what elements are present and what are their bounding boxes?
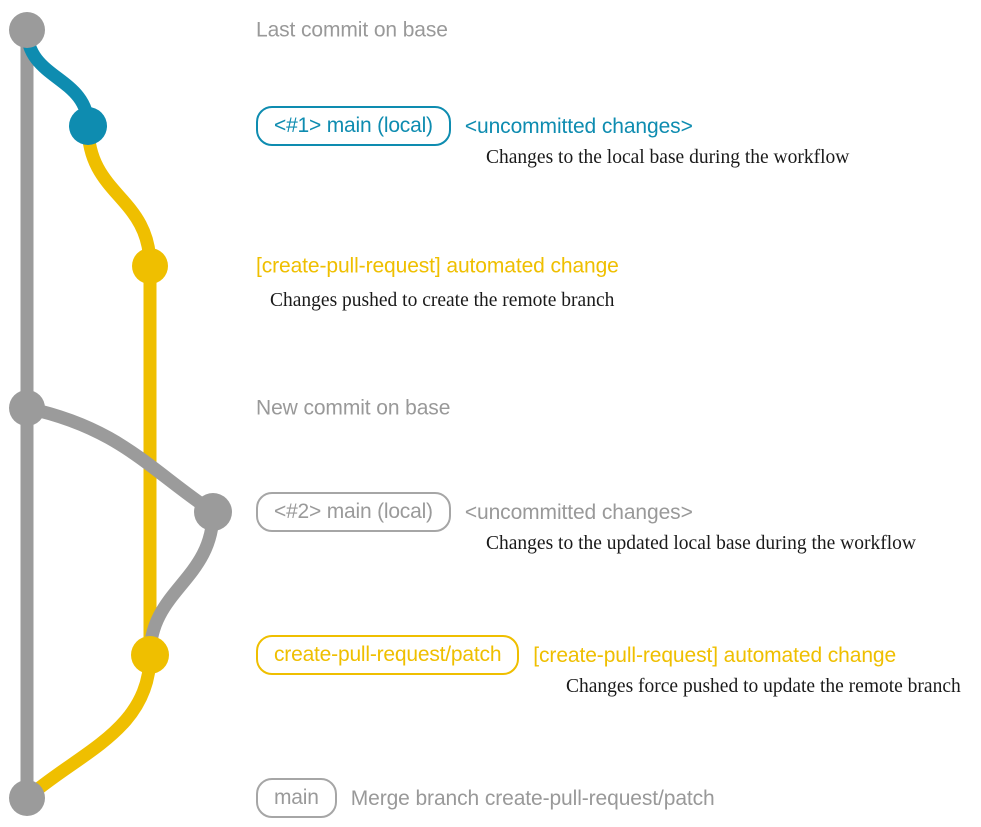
commit-row-automated-change-1: [create-pull-request] automated change bbox=[256, 256, 619, 277]
ref-badge-main[interactable]: main bbox=[256, 778, 337, 818]
node-base-new bbox=[9, 390, 45, 426]
commit-nodes bbox=[9, 12, 232, 816]
commit-description-automated-change-1: Changes pushed to create the remote bran… bbox=[270, 290, 615, 311]
commit-row-last-commit-on-base: Last commit on base bbox=[256, 20, 448, 41]
commit-message: <uncommitted changes> bbox=[464, 114, 693, 138]
commit-message: <uncommitted changes> bbox=[464, 500, 693, 524]
commit-description-local-uncommitted-1: Changes to the local base during the wor… bbox=[486, 147, 850, 168]
node-patch-2 bbox=[131, 636, 169, 674]
edge-local1-to-patch1 bbox=[81, 119, 157, 273]
node-patch-1 bbox=[132, 248, 168, 284]
commit-message: Last commit on base bbox=[256, 18, 448, 42]
node-base-head bbox=[9, 12, 45, 48]
commit-description-automated-change-2: Changes force pushed to update the remot… bbox=[566, 676, 961, 697]
commit-row-automated-change-2: create-pull-request/patch [create-pull-r… bbox=[256, 635, 896, 675]
commit-row-merge-commit: main Merge branch create-pull-request/pa… bbox=[256, 778, 715, 818]
edge-local2-to-patch2 bbox=[143, 505, 220, 662]
edge-patch2-to-merge bbox=[20, 648, 157, 805]
ref-badge-create-pull-request-patch[interactable]: create-pull-request/patch bbox=[256, 635, 520, 675]
commit-message: [create-pull-request] automated change bbox=[256, 254, 619, 278]
ref-badge-main-local-1[interactable]: <#1> main (local) bbox=[256, 106, 451, 146]
commit-message: Merge branch create-pull-request/patch bbox=[350, 786, 715, 810]
commit-message: New commit on base bbox=[256, 396, 451, 420]
commit-row-local-uncommitted-1: <#1> main (local) <uncommitted changes> bbox=[256, 106, 693, 146]
node-base-merge bbox=[9, 780, 45, 816]
commit-row-local-uncommitted-2: <#2> main (local) <uncommitted changes> bbox=[256, 492, 693, 532]
commit-row-new-commit-on-base: New commit on base bbox=[256, 398, 450, 419]
edge-basenew-to-local2 bbox=[20, 401, 220, 519]
commit-description-local-uncommitted-2: Changes to the updated local base during… bbox=[486, 533, 916, 554]
node-local-1 bbox=[69, 107, 107, 145]
commit-message: [create-pull-request] automated change bbox=[533, 643, 897, 667]
ref-badge-main-local-2[interactable]: <#2> main (local) bbox=[256, 492, 451, 532]
node-local-2 bbox=[194, 493, 232, 531]
